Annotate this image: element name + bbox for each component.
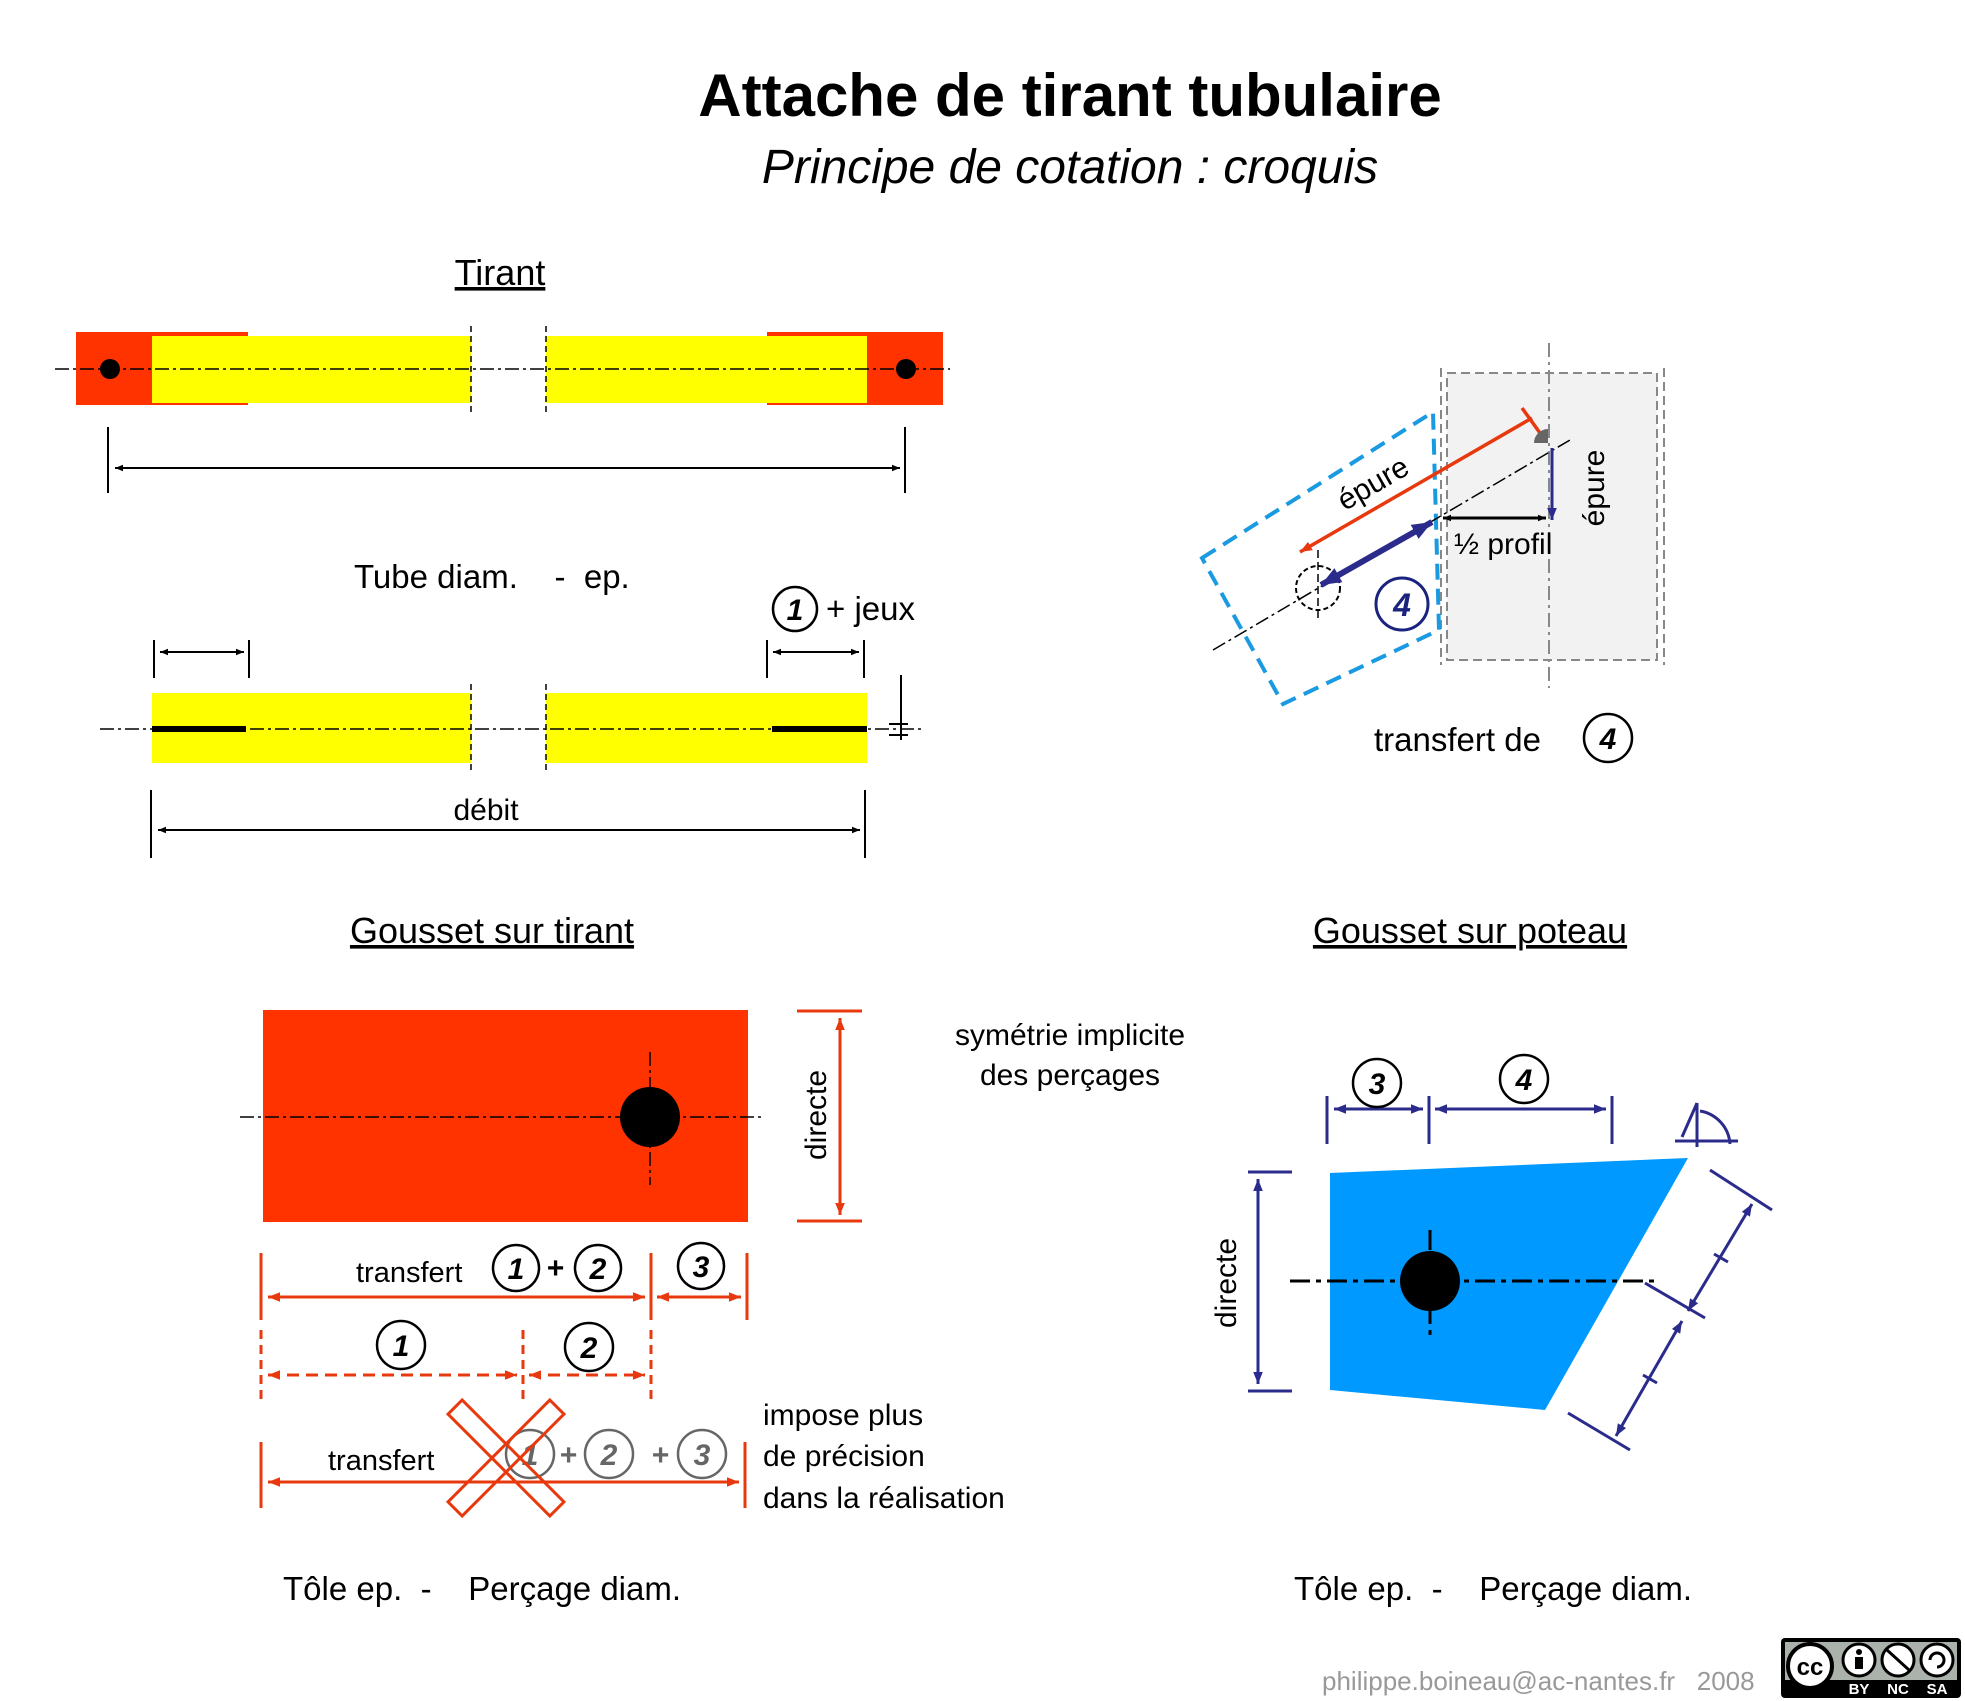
callout-circle-4 xyxy=(1582,712,1634,764)
crossed-out-dimension: transfert 1 + 2 + 3 xyxy=(259,1397,747,1519)
callout-number-1: 1 xyxy=(787,594,804,627)
gusset-poteau-heading: Gousset sur poteau xyxy=(1313,910,1627,951)
callout-circle-4-blue xyxy=(1374,576,1430,632)
author-credit: philippe.boineau@ac-nantes.fr 2008 xyxy=(1322,1666,1755,1696)
cc-icon xyxy=(1786,1642,1834,1690)
callout-2-crossed: 2 xyxy=(600,1439,618,1472)
gusset-plate-blue xyxy=(1330,1158,1688,1410)
gusset-tirant-section: Gousset sur tirant directe symétrie impl… xyxy=(240,910,1185,1607)
plus-sign-c: + xyxy=(651,1439,669,1472)
transfer-caption: transfert de xyxy=(1374,721,1541,758)
transfer-arrow xyxy=(1319,519,1434,588)
transfert-label: transfert xyxy=(356,1257,462,1289)
tirant-section: Tirant Tube diam. - ep. 1 + jeux xyxy=(55,252,950,858)
transfer-view: épure épure ½ profil 4 transfert de 4 xyxy=(1199,343,1665,764)
overall-length-dimension xyxy=(107,427,906,493)
symmetry-note-line1: symétrie implicite xyxy=(955,1019,1185,1052)
callout-4-poteau: 4 xyxy=(1515,1064,1533,1097)
symmetry-note-line2: des perçages xyxy=(980,1059,1160,1092)
rotated-gusset-outline xyxy=(1199,408,1442,707)
callout-3-crossed: 3 xyxy=(694,1439,711,1472)
license-nc: NC xyxy=(1887,1681,1909,1698)
warning-line1: impose plus xyxy=(763,1399,923,1432)
tirant-heading: Tirant xyxy=(455,252,546,293)
gusset-hole xyxy=(620,1087,680,1147)
callout-2-transfert: 2 xyxy=(589,1253,607,1286)
license-sa: SA xyxy=(1927,1681,1948,1698)
directe-dimension: directe xyxy=(797,1009,862,1223)
directe-label-poteau: directe xyxy=(1210,1238,1243,1328)
slot-dimensions xyxy=(153,640,865,678)
dashed-partial-dimensions: 1 2 xyxy=(259,1319,653,1400)
cc-letters: cc xyxy=(1797,1654,1824,1681)
tube-cut-view xyxy=(100,675,925,772)
angle-symbol xyxy=(1675,1102,1738,1147)
callout-3-poteau: 3 xyxy=(1369,1068,1386,1101)
transfert-crossed-label: transfert xyxy=(328,1445,434,1477)
debit-dimension: débit xyxy=(150,790,866,858)
plus-sign-b: + xyxy=(559,1439,577,1472)
pin-hole-left xyxy=(100,359,120,379)
tube-label: Tube diam. - ep. xyxy=(354,558,630,595)
page-subtitle: Principe de cotation : croquis xyxy=(762,141,1378,194)
callout-circle-1 xyxy=(771,585,819,633)
plate-label-poteau: Tôle ep. - Perçage diam. xyxy=(1294,1570,1692,1607)
callout-1-transfert: 1 xyxy=(508,1253,525,1286)
gusset-poteau-section: Gousset sur poteau 3 4 directe xyxy=(1210,910,1773,1607)
warning-line3: dans la réalisation xyxy=(763,1482,1005,1515)
transfert-dimensions: transfert 1 + 2 3 xyxy=(259,1241,749,1320)
tirant-assembly xyxy=(55,326,950,412)
epure-label-diagonal: épure xyxy=(1332,450,1415,517)
plus-jeux-label: + jeux xyxy=(826,590,915,627)
callout-number-4: 4 xyxy=(1599,723,1617,756)
pivot-mark xyxy=(1534,429,1548,443)
license-by: BY xyxy=(1849,1681,1870,1698)
cross-out-mark xyxy=(445,1397,567,1519)
cc-license-badge[interactable]: cc BY NC SA xyxy=(1781,1638,1961,1698)
gusset-tirant-heading: Gousset sur tirant xyxy=(350,910,634,951)
callout-number-4-blue: 4 xyxy=(1392,587,1411,623)
pin-hole-right xyxy=(896,359,916,379)
directe-label: directe xyxy=(800,1070,833,1160)
half-profile-label: ½ profil xyxy=(1454,528,1552,561)
callout-2-dashed: 2 xyxy=(580,1332,598,1365)
debit-label: débit xyxy=(453,794,519,827)
callout-3-transfert: 3 xyxy=(693,1251,710,1284)
sa-icon xyxy=(1919,1642,1955,1678)
epure-label-vertical: épure xyxy=(1578,450,1611,527)
warning-line2: de précision xyxy=(763,1440,925,1473)
page-title: Attache de tirant tubulaire xyxy=(698,62,1441,129)
top-dimensions: 3 4 xyxy=(1325,1053,1614,1144)
oblique-dimensions xyxy=(1567,1168,1773,1452)
callout-1-dashed: 1 xyxy=(393,1330,410,1363)
gusset-poteau-hole xyxy=(1400,1251,1460,1311)
plate-label-tirant: Tôle ep. - Perçage diam. xyxy=(283,1570,681,1607)
plus-sign-a: + xyxy=(546,1252,564,1285)
directe-dimension-poteau: directe xyxy=(1210,1170,1292,1393)
